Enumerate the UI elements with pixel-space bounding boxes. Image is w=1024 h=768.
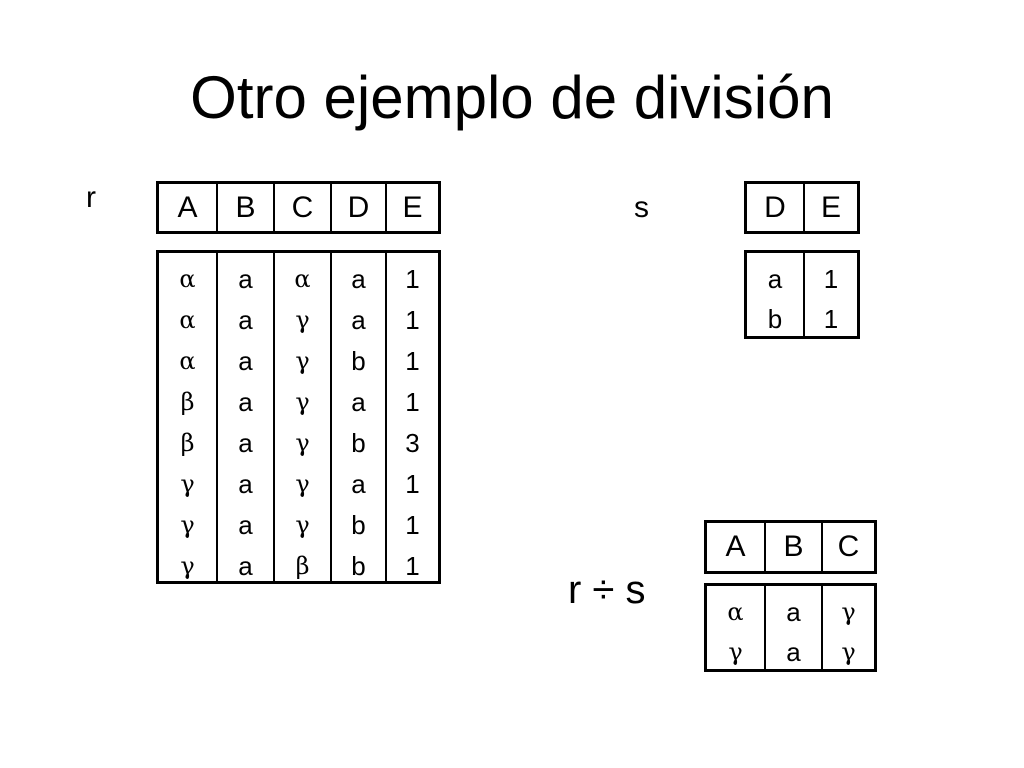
relation-s-label: s xyxy=(634,191,649,224)
table-cell: α xyxy=(294,265,311,293)
table-cell: γ xyxy=(295,470,310,498)
column-d: a a b a b a b b xyxy=(330,253,385,581)
column-e: 1 1 xyxy=(803,253,857,336)
table-cell: β xyxy=(295,552,310,580)
table-cell: a xyxy=(351,305,366,335)
column-e: 1 1 1 1 3 1 1 1 xyxy=(385,253,438,581)
table-cell: γ xyxy=(841,598,856,626)
table-cell: γ xyxy=(180,552,195,580)
table-cell: 1 xyxy=(405,551,420,581)
table-cell: a xyxy=(351,264,366,294)
table-cell: γ xyxy=(295,306,310,334)
table-cell: γ xyxy=(728,638,743,666)
column-c: α γ γ γ γ γ γ β xyxy=(273,253,330,581)
table-cell: a xyxy=(238,551,253,581)
column-header-a: A xyxy=(177,190,198,224)
slide-title: Otro ejemplo de división xyxy=(190,64,834,131)
table-cell: β xyxy=(180,429,195,457)
relation-r-label: r xyxy=(86,181,96,214)
column-header-a: A xyxy=(725,530,746,563)
table-cell: γ xyxy=(295,511,310,539)
result-body: α γ a a γ γ xyxy=(704,583,877,672)
column-header-c: C xyxy=(821,523,874,571)
table-cell: b xyxy=(351,428,366,458)
column-c: γ γ xyxy=(821,586,874,669)
table-cell: b xyxy=(351,551,366,581)
table-cell: α xyxy=(727,598,744,626)
table-cell: γ xyxy=(180,511,195,539)
table-cell: b xyxy=(351,510,366,540)
result-header: A B C xyxy=(704,520,877,574)
table-cell: γ xyxy=(180,470,195,498)
column-b: a a xyxy=(764,586,821,669)
table-cell: b xyxy=(767,304,783,334)
table-cell: a xyxy=(786,637,801,667)
relation-s-body: a b 1 1 xyxy=(744,250,860,339)
column-header-b: B xyxy=(216,184,273,231)
column-header-e: E xyxy=(385,184,438,231)
table-cell: 1 xyxy=(405,510,420,540)
column-header-c: C xyxy=(273,184,330,231)
table-cell: β xyxy=(180,388,195,416)
table-cell: 1 xyxy=(823,264,839,294)
table-cell: α xyxy=(179,347,196,375)
table-cell: a xyxy=(238,305,253,335)
table-cell: a xyxy=(351,469,366,499)
column-d: a b xyxy=(747,253,803,336)
table-cell: 1 xyxy=(405,387,420,417)
table-cell: a xyxy=(767,264,783,294)
table-cell: a xyxy=(238,428,253,458)
column-header-b: B xyxy=(764,523,821,571)
table-cell: a xyxy=(238,264,253,294)
relation-s-header: D E xyxy=(744,181,860,234)
table-cell: γ xyxy=(295,347,310,375)
table-cell: γ xyxy=(295,388,310,416)
column-header-e: E xyxy=(803,184,857,231)
table-cell: a xyxy=(238,510,253,540)
table-cell: γ xyxy=(841,638,856,666)
table-cell: γ xyxy=(295,429,310,457)
table-cell: a xyxy=(786,597,801,627)
relation-r-header: A B C D E xyxy=(156,181,441,234)
result-label: r ÷ s xyxy=(568,568,646,612)
column-header-d: D xyxy=(330,184,385,231)
column-b: a a a a a a a a xyxy=(216,253,273,581)
table-cell: 1 xyxy=(405,346,420,376)
table-cell: 1 xyxy=(405,264,420,294)
table-cell: a xyxy=(351,387,366,417)
column-a: α γ xyxy=(707,586,764,669)
table-cell: 1 xyxy=(405,469,420,499)
table-cell: a xyxy=(238,469,253,499)
table-cell: α xyxy=(179,306,196,334)
table-cell: a xyxy=(238,346,253,376)
relation-r-body: α α α β β γ γ γ a a a a a a a a α γ γ γ … xyxy=(156,250,441,584)
column-a: α α α β β γ γ γ xyxy=(159,253,216,581)
table-cell: α xyxy=(179,265,196,293)
table-cell: b xyxy=(351,346,366,376)
table-cell: 3 xyxy=(405,428,420,458)
column-header-d: D xyxy=(764,190,786,224)
table-cell: 1 xyxy=(405,305,420,335)
table-cell: 1 xyxy=(823,304,839,334)
table-cell: a xyxy=(238,387,253,417)
